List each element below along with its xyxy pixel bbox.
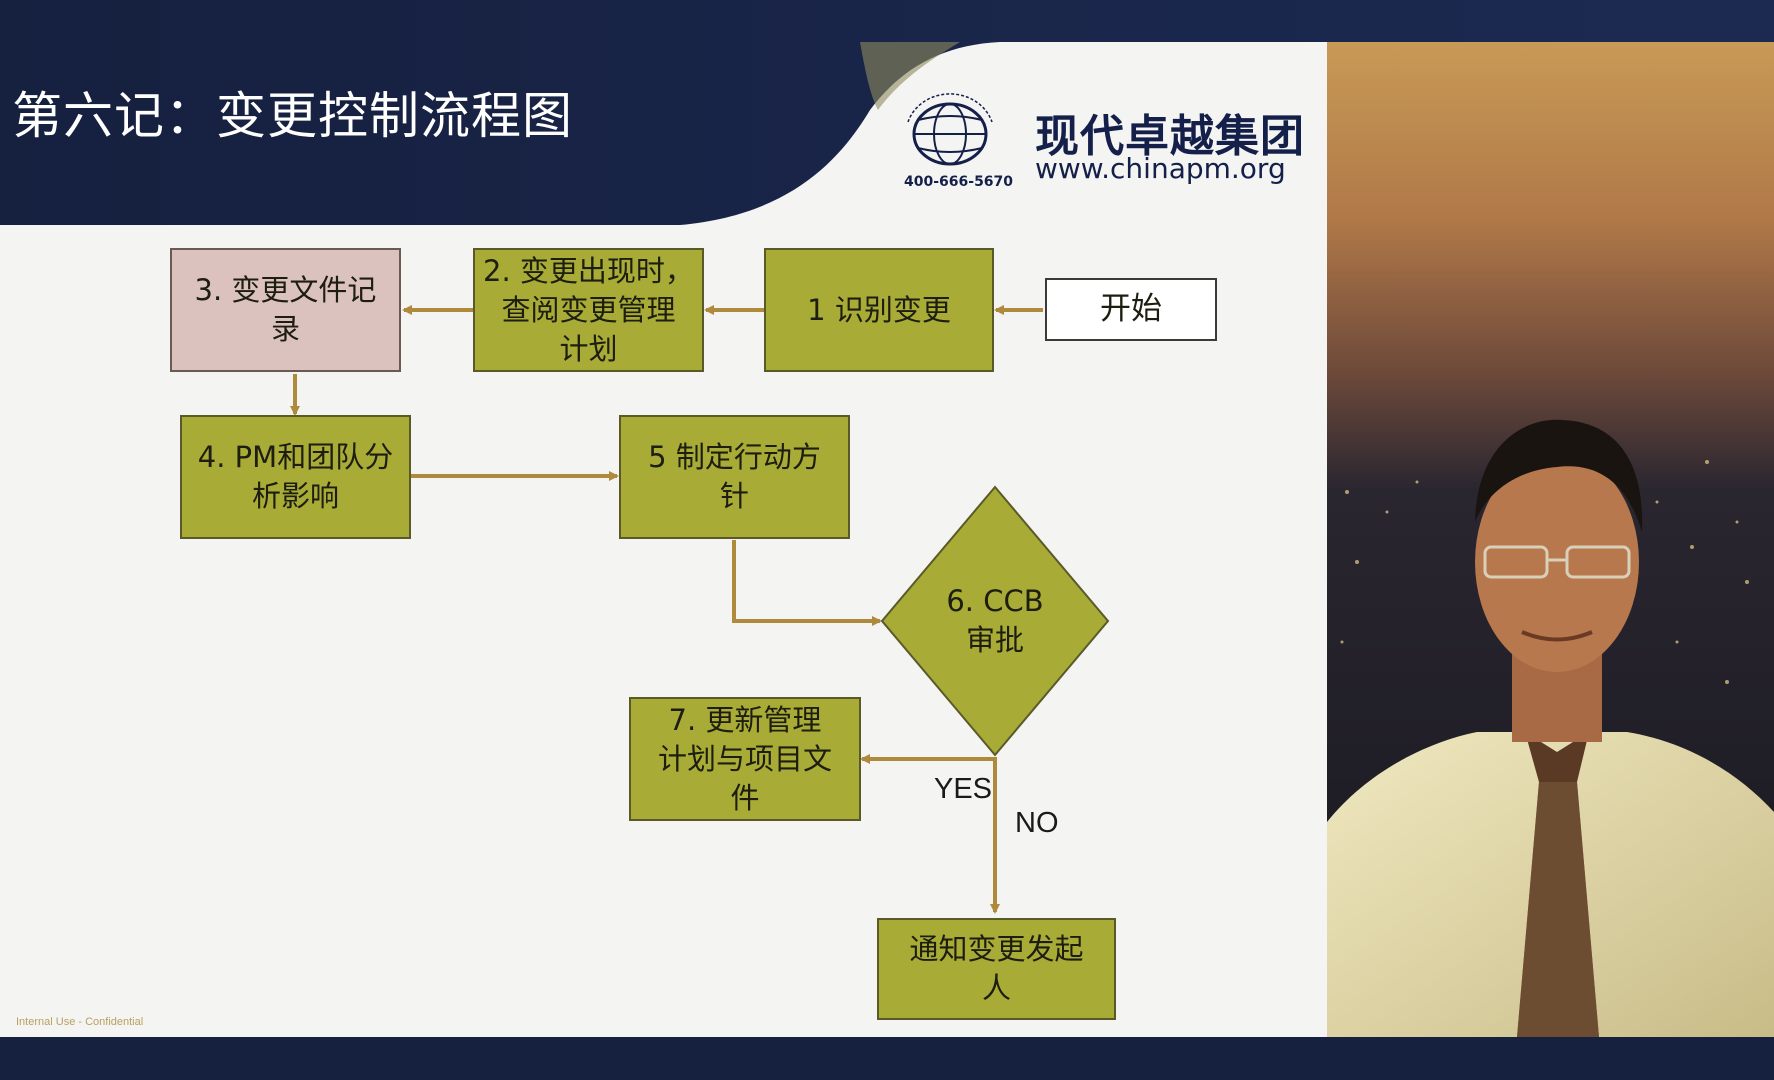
step2-label-line2: 查阅变更管理 (501, 292, 676, 327)
step6-label-line1: 6. CCB (946, 584, 1044, 618)
company-phone: 400-666-5670 (904, 174, 1014, 190)
slide-title: 第六记：变更控制流程图 (12, 87, 573, 145)
presenter-photo (1327, 42, 1774, 1037)
step6-ccb-decision-diamond (880, 485, 1110, 757)
header-gold-streak (860, 42, 960, 110)
step5-label-line1: 5 制定行动方 (648, 440, 821, 474)
step6-label-line2: 审批 (965, 623, 1024, 657)
step1-label: 1 识别变更 (807, 292, 951, 327)
confidential-note: Internal Use - Confidential (16, 1016, 144, 1028)
start-node: 开始 (1045, 278, 1217, 341)
step7-label-line3: 件 (730, 780, 760, 815)
step5-action-plan: 5 制定行动方 针 (619, 415, 850, 539)
step2-label-line3: 计划 (559, 331, 618, 366)
no-label: NO (1015, 807, 1059, 839)
notify-change-initiator: 通知变更发起 人 (877, 918, 1116, 1020)
header-navy-shape (0, 0, 1774, 225)
presenter-video (1327, 42, 1774, 1037)
step6-label: 6. CCB 审批 (905, 582, 1085, 660)
arrow-step6-yes-to-step7 (860, 754, 997, 764)
company-url: www.chinapm.org (1035, 152, 1286, 185)
yes-label: YES (934, 773, 993, 805)
company-name: 现代卓越集团 (1035, 111, 1305, 162)
arrow-step5-to-step6 (732, 540, 882, 626)
start-label: 开始 (1100, 291, 1162, 327)
globe-icon (907, 93, 993, 166)
step4-label-line1: 4. PM和团队分 (197, 440, 394, 474)
step1-identify-change: 1 识别变更 (764, 248, 994, 372)
footer-band (0, 1037, 1774, 1080)
step4-label-line2: 析影响 (251, 479, 339, 513)
step7-label-line1: 7. 更新管理 (668, 702, 822, 737)
step3-label-line2: 录 (270, 312, 300, 346)
step3-document-change: 3. 变更文件记 录 (170, 248, 401, 372)
step2-review-change-plan: 2. 变更出现时， 查阅变更管理 计划 (473, 248, 704, 372)
notify-label-line2: 人 (981, 971, 1011, 1005)
notify-label-line1: 通知变更发起 (909, 932, 1084, 966)
step4-pm-team-analyze: 4. PM和团队分 析影响 (180, 415, 411, 539)
step5-label-line2: 针 (719, 479, 749, 513)
company-logo: 现代卓越集团 www.chinapm.org 400-666-5670 (900, 78, 1320, 198)
change-control-flowchart (290, 305, 1110, 914)
step7-update-plan-docs: 7. 更新管理 计划与项目文 件 (629, 697, 861, 821)
header-band (0, 0, 1774, 225)
step3-label-line1: 3. 变更文件记 (194, 273, 377, 307)
step2-label-line1: 2. 变更出现时， (483, 253, 694, 288)
step7-label-line2: 计划与项目文 (657, 741, 832, 776)
